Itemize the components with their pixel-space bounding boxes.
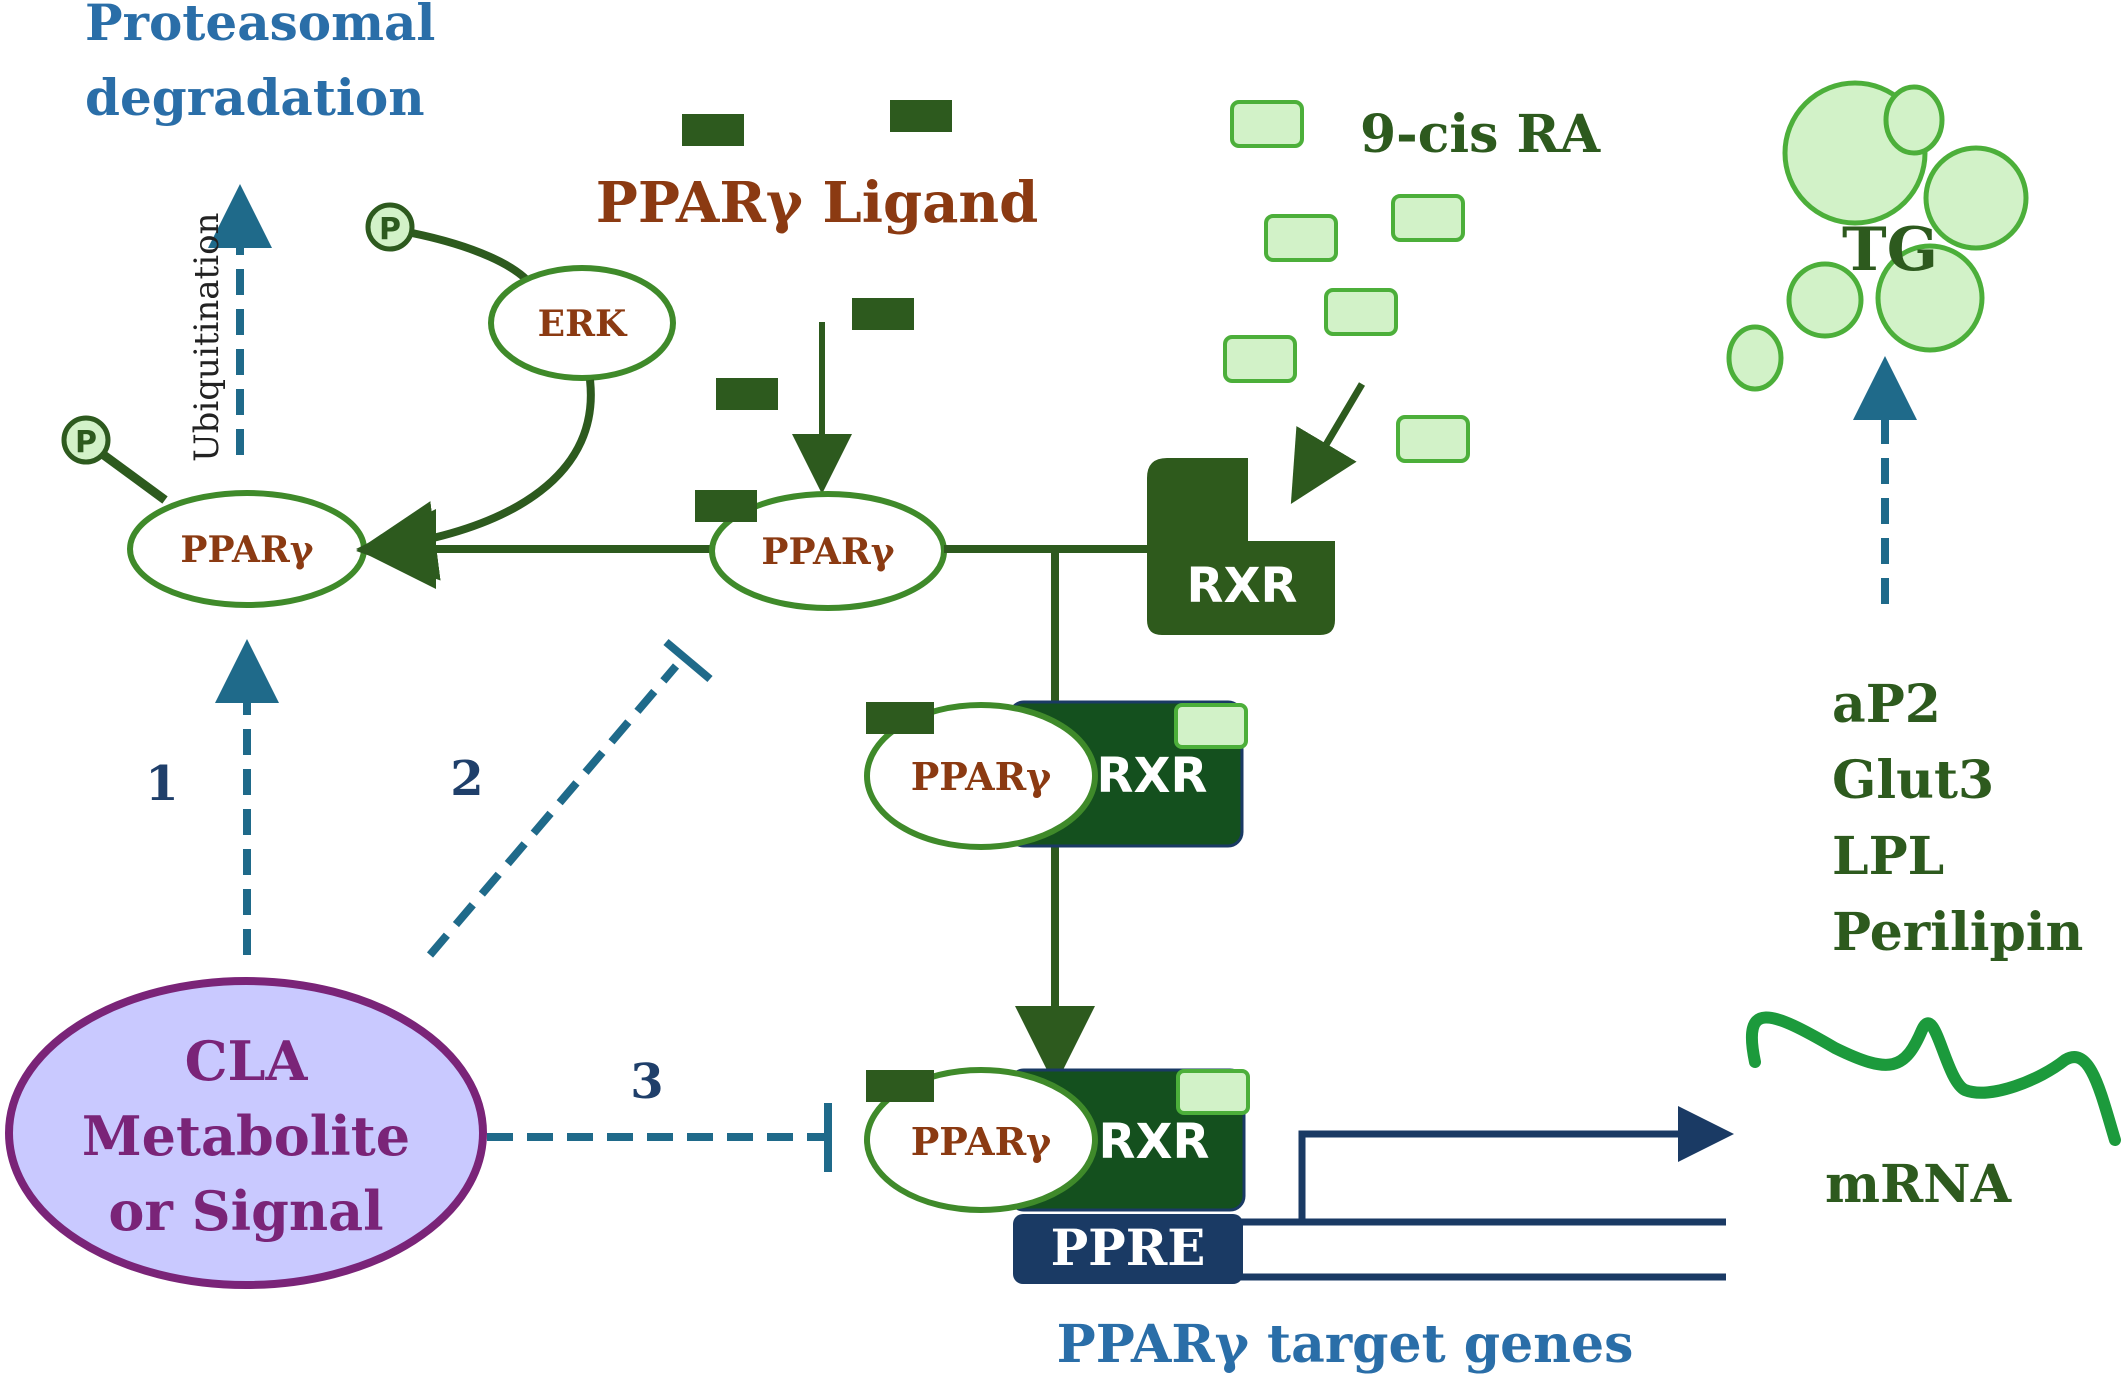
pathway-2-inhibition bbox=[426, 663, 680, 958]
gene-label-ap2: aP2 bbox=[1832, 674, 1941, 735]
erk-phosphorylation-arrow bbox=[356, 379, 595, 581]
ra-molecule bbox=[1264, 214, 1338, 262]
ppre-element bbox=[1013, 1214, 1243, 1284]
lipid-droplet bbox=[1875, 243, 1985, 353]
ppar-degraded-label: PPARγ bbox=[180, 529, 313, 571]
ubiquitination-label: Ubiquitination bbox=[187, 213, 227, 462]
ligand-molecule bbox=[682, 114, 744, 146]
lipid-droplet bbox=[1923, 145, 2029, 251]
ppar-bound-ligand bbox=[695, 490, 757, 522]
mrna-label: mRNA bbox=[1825, 1154, 2012, 1215]
cla-label-line1: CLA bbox=[185, 1029, 309, 1093]
rxr-bound-ra-mid bbox=[1174, 703, 1248, 749]
ra-binding-arrow bbox=[1290, 382, 1366, 505]
nine-cis-ra-molecules bbox=[1223, 100, 1470, 463]
erk-label: ERK bbox=[538, 303, 628, 345]
phospho-badge-erk: P bbox=[365, 202, 415, 252]
ra-molecule bbox=[1396, 415, 1470, 463]
ppar-dna-bound bbox=[864, 1067, 1098, 1213]
ppar-ligand-molecules bbox=[682, 100, 952, 410]
ppar-dna-bound-label: PPARγ bbox=[911, 1119, 1052, 1164]
ppar-ligand-label: PPARγ Ligand bbox=[596, 170, 1039, 236]
proteasomal-label-line2: degradation bbox=[85, 68, 425, 127]
pathway-2-inhibition-bar bbox=[663, 638, 713, 683]
lipid-droplet bbox=[1883, 84, 1945, 156]
lipid-droplet bbox=[1726, 324, 1784, 392]
ppar-ligand-dna bbox=[866, 1070, 934, 1102]
erk-node bbox=[488, 265, 676, 381]
ppar-ligand-bound-label: PPARγ bbox=[761, 531, 894, 573]
nine-cis-ra-label: 9-cis RA bbox=[1360, 104, 1601, 165]
pathway-3-label: 3 bbox=[630, 1054, 663, 1110]
gene-label-lpl: LPL bbox=[1832, 826, 1944, 887]
mrna-strand bbox=[1745, 1011, 2121, 1146]
ra-molecule bbox=[1223, 335, 1297, 383]
ppre-label: PPRE bbox=[1051, 1218, 1206, 1277]
pathway-2-label: 2 bbox=[450, 751, 483, 807]
ppar-heterodimer-mid bbox=[864, 702, 1098, 850]
target-genes-label: PPARγ target genes bbox=[1057, 1314, 1634, 1375]
tg-label: TG bbox=[1842, 215, 1938, 285]
rxr-label: RXR bbox=[1187, 558, 1298, 614]
ra-molecule bbox=[1391, 194, 1465, 242]
phospho-label-left: P bbox=[75, 425, 97, 460]
transcription-arrow bbox=[1298, 1106, 1734, 1222]
lipid-droplet bbox=[1786, 261, 1864, 339]
ra-molecule bbox=[1324, 288, 1398, 336]
rxr-heterodimer-mid-label: RXR bbox=[1097, 748, 1208, 804]
tg-droplets bbox=[1726, 80, 2029, 392]
phospho-badge-left: P bbox=[61, 415, 111, 465]
gene-label-perilipin: Perilipin bbox=[1832, 902, 2083, 963]
ligand-molecule bbox=[852, 298, 914, 330]
ra-molecule bbox=[1230, 100, 1304, 148]
gene-label-glut3: Glut3 bbox=[1832, 750, 1994, 811]
cla-metabolite-node bbox=[5, 977, 487, 1289]
proteasomal-label-line1: Proteasomal bbox=[85, 0, 435, 52]
phospho-label-erk: P bbox=[379, 212, 401, 247]
rxr-bound-ra-dna bbox=[1176, 1069, 1250, 1115]
rxr-receptor bbox=[1147, 458, 1335, 635]
ligand-molecule bbox=[716, 378, 778, 410]
ligand-molecule bbox=[890, 100, 952, 132]
cla-label-line2: Metabolite bbox=[82, 1104, 410, 1168]
ppar-heterodimer-mid-label: PPARγ bbox=[911, 754, 1052, 799]
pathway-1-label: 1 bbox=[145, 756, 178, 812]
ppar-ligand-mid bbox=[866, 702, 934, 734]
rxr-dna-bound-label: RXR bbox=[1099, 1114, 1210, 1170]
cla-label-line3: or Signal bbox=[108, 1179, 383, 1243]
